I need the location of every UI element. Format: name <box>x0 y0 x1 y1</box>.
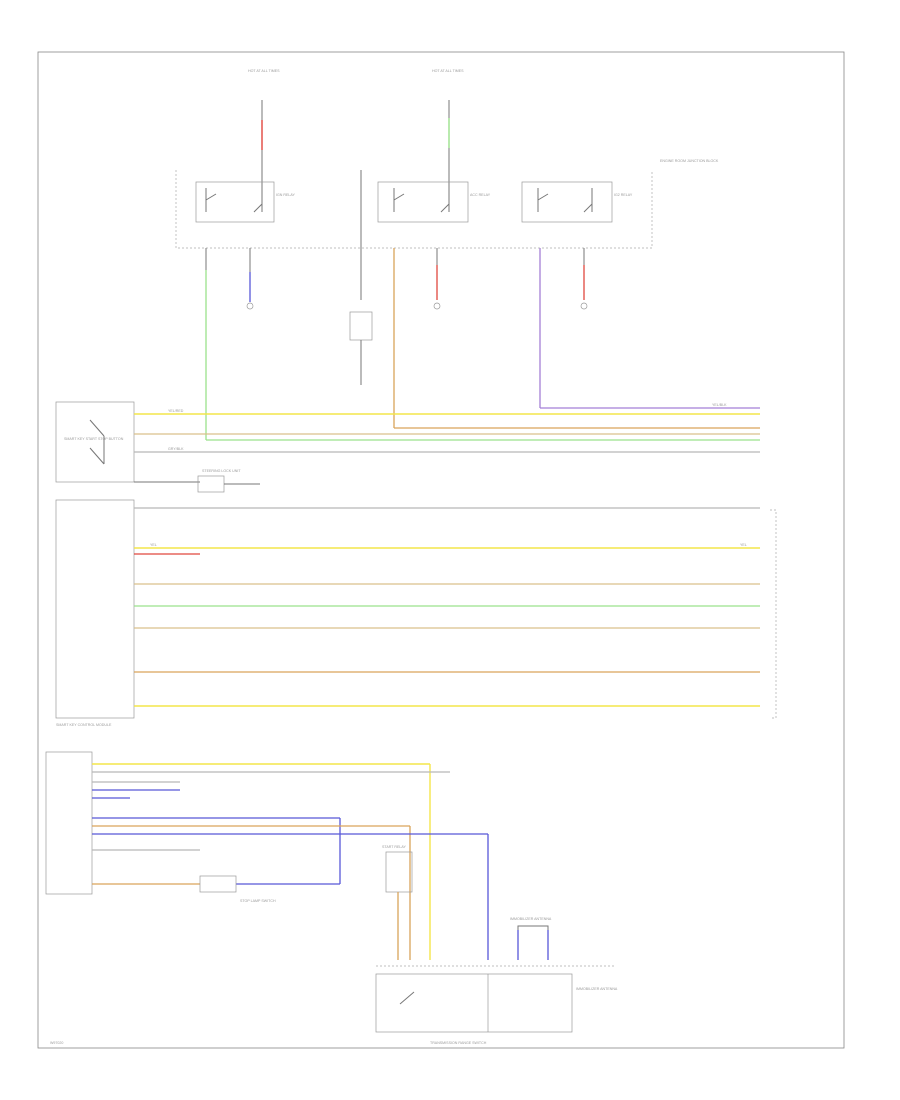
relay-2: ACC RELAY <box>377 181 491 223</box>
svg-text:SMART KEY START STOP BUTTON: SMART KEY START STOP BUTTON <box>64 437 124 441</box>
bus-wires-lower: STOP LAMP SWITCH <box>92 763 489 960</box>
lower-module <box>45 751 93 895</box>
relay-1: IGN RELAY <box>195 181 296 223</box>
steering-lock: STEERING LOCK UNIT <box>134 469 260 493</box>
svg-text:HOT AT ALL TIMES: HOT AT ALL TIMES <box>432 69 464 73</box>
svg-text:ACC RELAY: ACC RELAY <box>470 193 491 197</box>
fuse-symbols <box>246 302 588 385</box>
svg-text:IGN RELAY: IGN RELAY <box>276 193 296 197</box>
diagram-frame <box>37 51 845 1049</box>
start-stop-switch: SMART KEY START STOP BUTTON <box>55 401 135 483</box>
svg-text:YEL: YEL <box>740 543 747 547</box>
svg-text:YEL/RED: YEL/RED <box>168 409 184 413</box>
svg-text:TRANSMISSION RANGE SWITCH: TRANSMISSION RANGE SWITCH <box>430 1041 487 1045</box>
svg-text:IG2 RELAY: IG2 RELAY <box>614 193 633 197</box>
junction-block: ENGINE ROOM JUNCTION BLOCK <box>175 159 719 249</box>
bus-wires-top: YEL/RED GRY/BLK YEL/BLK <box>134 403 760 453</box>
bus-wires-mid: YEL YEL <box>134 507 760 707</box>
svg-text:HOT AT ALL TIMES: HOT AT ALL TIMES <box>248 69 280 73</box>
svg-text:SMART KEY CONTROL MODULE: SMART KEY CONTROL MODULE <box>56 723 112 727</box>
svg-text:YEL/BLK: YEL/BLK <box>712 403 727 407</box>
page-tag: W97020 <box>50 1041 63 1045</box>
svg-text:ENGINE ROOM JUNCTION BLOCK: ENGINE ROOM JUNCTION BLOCK <box>660 159 719 163</box>
start-relay-stubs: START RELAY IMMOBILIZER ANTENNA <box>382 845 552 960</box>
svg-text:GRY/BLK: GRY/BLK <box>168 447 184 451</box>
transmission-switch: IMMOBILIZER ANTENNA TRANSMISSION RANGE S… <box>375 965 618 1045</box>
relay-3: IG2 RELAY <box>521 181 633 223</box>
svg-text:STOP LAMP SWITCH: STOP LAMP SWITCH <box>240 899 276 903</box>
hot-label-mid: HOT AT ALL TIMES <box>432 69 464 73</box>
svg-text:IMMOBILIZER ANTENNA: IMMOBILIZER ANTENNA <box>510 917 552 921</box>
smart-key-module: SMART KEY CONTROL MODULE <box>55 499 777 727</box>
hot-label-left: HOT AT ALL TIMES <box>248 69 280 73</box>
svg-text:YEL: YEL <box>150 543 157 547</box>
main-risers <box>205 300 541 440</box>
relay-drops <box>205 170 585 302</box>
svg-text:IMMOBILIZER ANTENNA: IMMOBILIZER ANTENNA <box>576 987 618 991</box>
svg-text:START RELAY: START RELAY <box>382 845 407 849</box>
svg-text:STEERING LOCK UNIT: STEERING LOCK UNIT <box>202 469 241 473</box>
